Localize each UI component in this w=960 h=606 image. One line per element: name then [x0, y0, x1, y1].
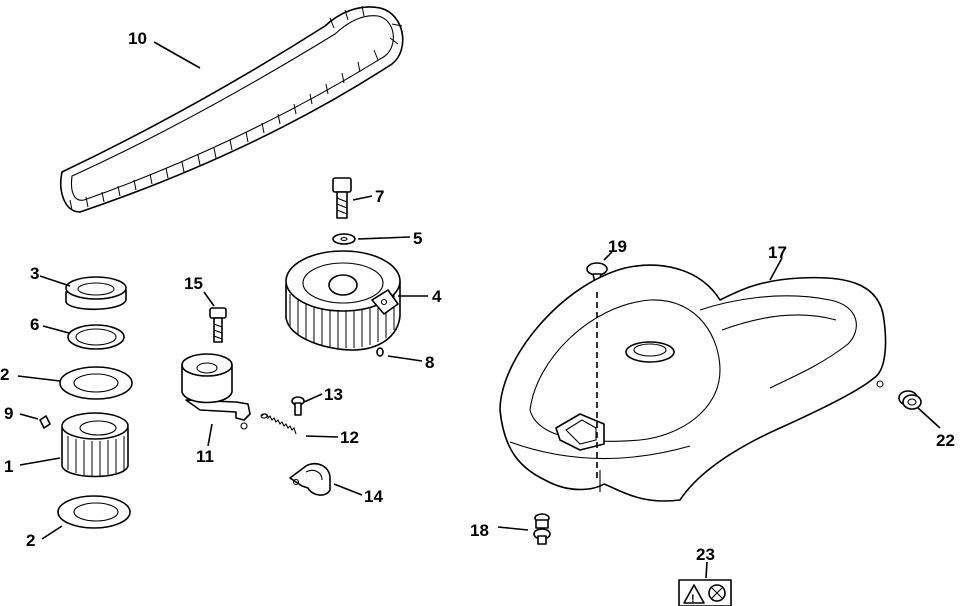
warning-triangle-icon: [683, 584, 705, 604]
svg-text:!: !: [691, 593, 695, 605]
part-12-spring: [260, 413, 339, 438]
callout-2-upper: 2: [0, 365, 9, 384]
callout-8: 8: [425, 353, 434, 372]
callout-23: 23: [696, 545, 715, 564]
part-3-nut: [39, 275, 127, 311]
callout-3: 3: [30, 264, 39, 283]
part-18-grommet: [497, 513, 551, 545]
part-11-tensioner: [181, 353, 251, 447]
part-8-pin: [376, 347, 423, 362]
callout-6: 6: [30, 315, 39, 334]
callout-14: 14: [364, 487, 383, 506]
callout-18: 18: [470, 521, 489, 540]
part-15-bolt: [203, 291, 227, 343]
callout-9: 9: [4, 404, 13, 423]
callout-10: 10: [128, 29, 147, 48]
part-7-bolt: [332, 177, 373, 219]
callout-19: 19: [608, 237, 627, 256]
callout-13: 13: [324, 385, 343, 404]
callout-22: 22: [936, 431, 955, 450]
part-2-plate-upper: [17, 366, 133, 400]
part-10-timing-belt: [60, 5, 404, 213]
callout-5: 5: [413, 229, 422, 248]
part-5-washer: [332, 233, 411, 245]
part-14-clip: [289, 462, 363, 496]
part-6-spacer: [42, 324, 125, 350]
part-22-grommet: [898, 390, 941, 429]
part-13-screw: [291, 393, 323, 416]
part-17-belt-cover: [499, 257, 887, 502]
callout-4: 4: [432, 287, 442, 306]
part-4-camshaft-sprocket: [285, 250, 428, 351]
callout-7: 7: [375, 187, 384, 206]
callout-12: 12: [340, 428, 359, 447]
callout-17: 17: [768, 243, 787, 262]
callout-2-lower: 2: [26, 531, 35, 550]
part-23-warning-decal: !: [678, 561, 732, 606]
callout-15: 15: [184, 274, 203, 293]
part-9-key: [19, 413, 51, 429]
callout-1: 1: [4, 457, 13, 476]
callout-labels: 10 7 5 4 8 3 6 2 9 1 2 15 11 13 12 14 19…: [0, 29, 955, 564]
part-1-crankshaft-sprocket: [19, 412, 129, 478]
callout-11: 11: [196, 447, 214, 466]
part-2-plate-lower: [41, 495, 131, 540]
